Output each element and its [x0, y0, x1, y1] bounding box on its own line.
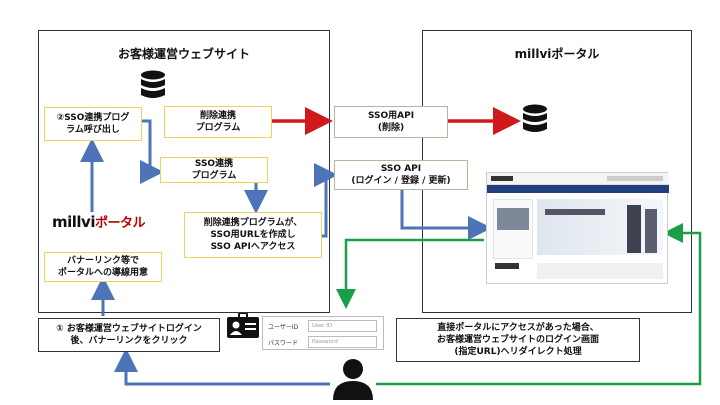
delete-sync-program-box: 削除連携 プログラム — [164, 106, 272, 138]
banner-link-box: バナーリンク等で ポータルへの導線用意 — [44, 252, 162, 282]
arrow-user-to-step — [114, 348, 330, 386]
arrow-user-to-portal — [376, 223, 702, 386]
arrow-redirect-to-login — [336, 238, 484, 309]
redirect-note-box: 直接ポータルにアクセスがあった場合、 お客様運営ウェブサイトのログイン画面 (指… — [396, 318, 640, 362]
portal-sidebar — [493, 199, 533, 259]
id-card-icon — [226, 313, 260, 343]
millvi-portal-logo[interactable]: millviポータル — [52, 213, 146, 231]
sso-sync-program-box: SSO連携 プログラム — [160, 157, 268, 183]
access-note-box: 削除連携プログラムが、 SSO用URLを作成し SSO APIへアクセス — [184, 212, 322, 258]
arrow-link-to-sso-sync — [140, 119, 164, 184]
login-form: ユーザーID User ID パスワード Password — [262, 316, 384, 350]
database-icon — [140, 70, 166, 106]
portal-screenshot — [486, 172, 669, 284]
arrow-note-to-sso-api — [314, 163, 338, 238]
user-id-label: ユーザーID — [268, 323, 299, 331]
database-icon — [522, 104, 548, 140]
portal-header — [487, 173, 669, 185]
portal-nav — [487, 185, 669, 193]
customer-website-title: お客様運営ウェブサイト — [117, 47, 250, 61]
sso-delete-api-box: SSO用API (削除) — [334, 106, 448, 138]
user-icon — [330, 358, 376, 404]
portal-hero — [537, 199, 663, 255]
sso-api-box: SSO API (ログイン / 登録 / 更新) — [334, 160, 468, 190]
arrow-sso-api-to-portal — [400, 190, 492, 240]
step1-box: ① お客様運営ウェブサイトログイン 後、バナーリンクをクリック — [38, 318, 220, 352]
portal-footer-logo — [495, 263, 519, 269]
password-input[interactable]: Password — [308, 336, 377, 348]
password-label: パスワード — [268, 339, 299, 347]
user-id-input[interactable]: User ID — [308, 320, 377, 332]
millvi-portal-title: millviポータル — [514, 47, 600, 61]
sso-link-call-box: ②SSO連携プログ ラム呼び出し — [44, 107, 142, 141]
